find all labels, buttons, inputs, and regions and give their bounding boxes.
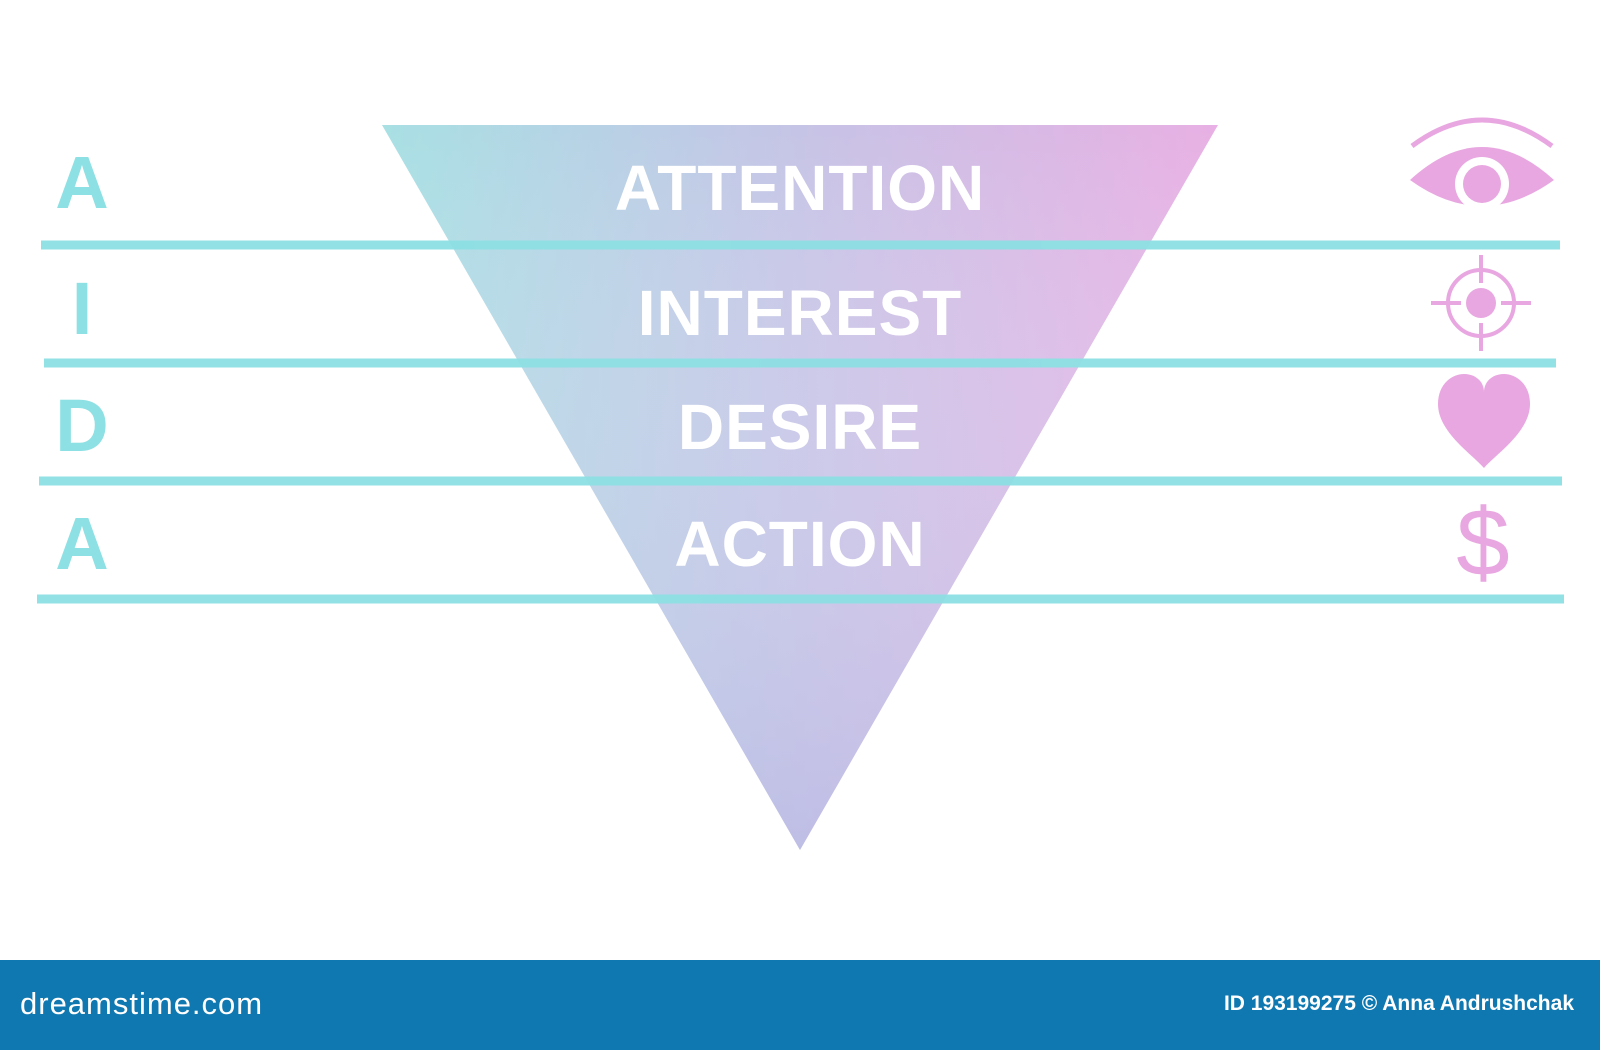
separator-lines (37, 240, 1564, 604)
acronym-letter-i: I (72, 267, 93, 350)
watermark-credit: ID 193199275 © Anna Andrushchak (1223, 992, 1574, 1015)
dollar-icon: $ (1456, 489, 1509, 596)
eye-icon (1410, 117, 1554, 211)
stage-label-action: ACTION (674, 508, 925, 580)
acronym-letter-a-action: A (55, 502, 108, 585)
acronym-letter-d: D (55, 384, 108, 467)
acronym-letter-a: A (55, 141, 108, 224)
stage-label-interest: INTEREST (638, 277, 962, 349)
target-icon (1431, 255, 1531, 351)
funnel-triangle-shade (382, 125, 1218, 850)
heart-icon (1438, 374, 1530, 468)
watermark-footer: dreamstime.com ID 193199275 © Anna Andru… (0, 960, 1600, 1050)
watermark-brand: dreamstime.com (20, 986, 264, 1021)
stage-label-attention: ATTENTION (615, 152, 985, 224)
stage-label-desire: DESIRE (678, 391, 922, 463)
aida-funnel-diagram: ATTENTION INTEREST DESIRE ACTION A I D A… (37, 117, 1564, 850)
